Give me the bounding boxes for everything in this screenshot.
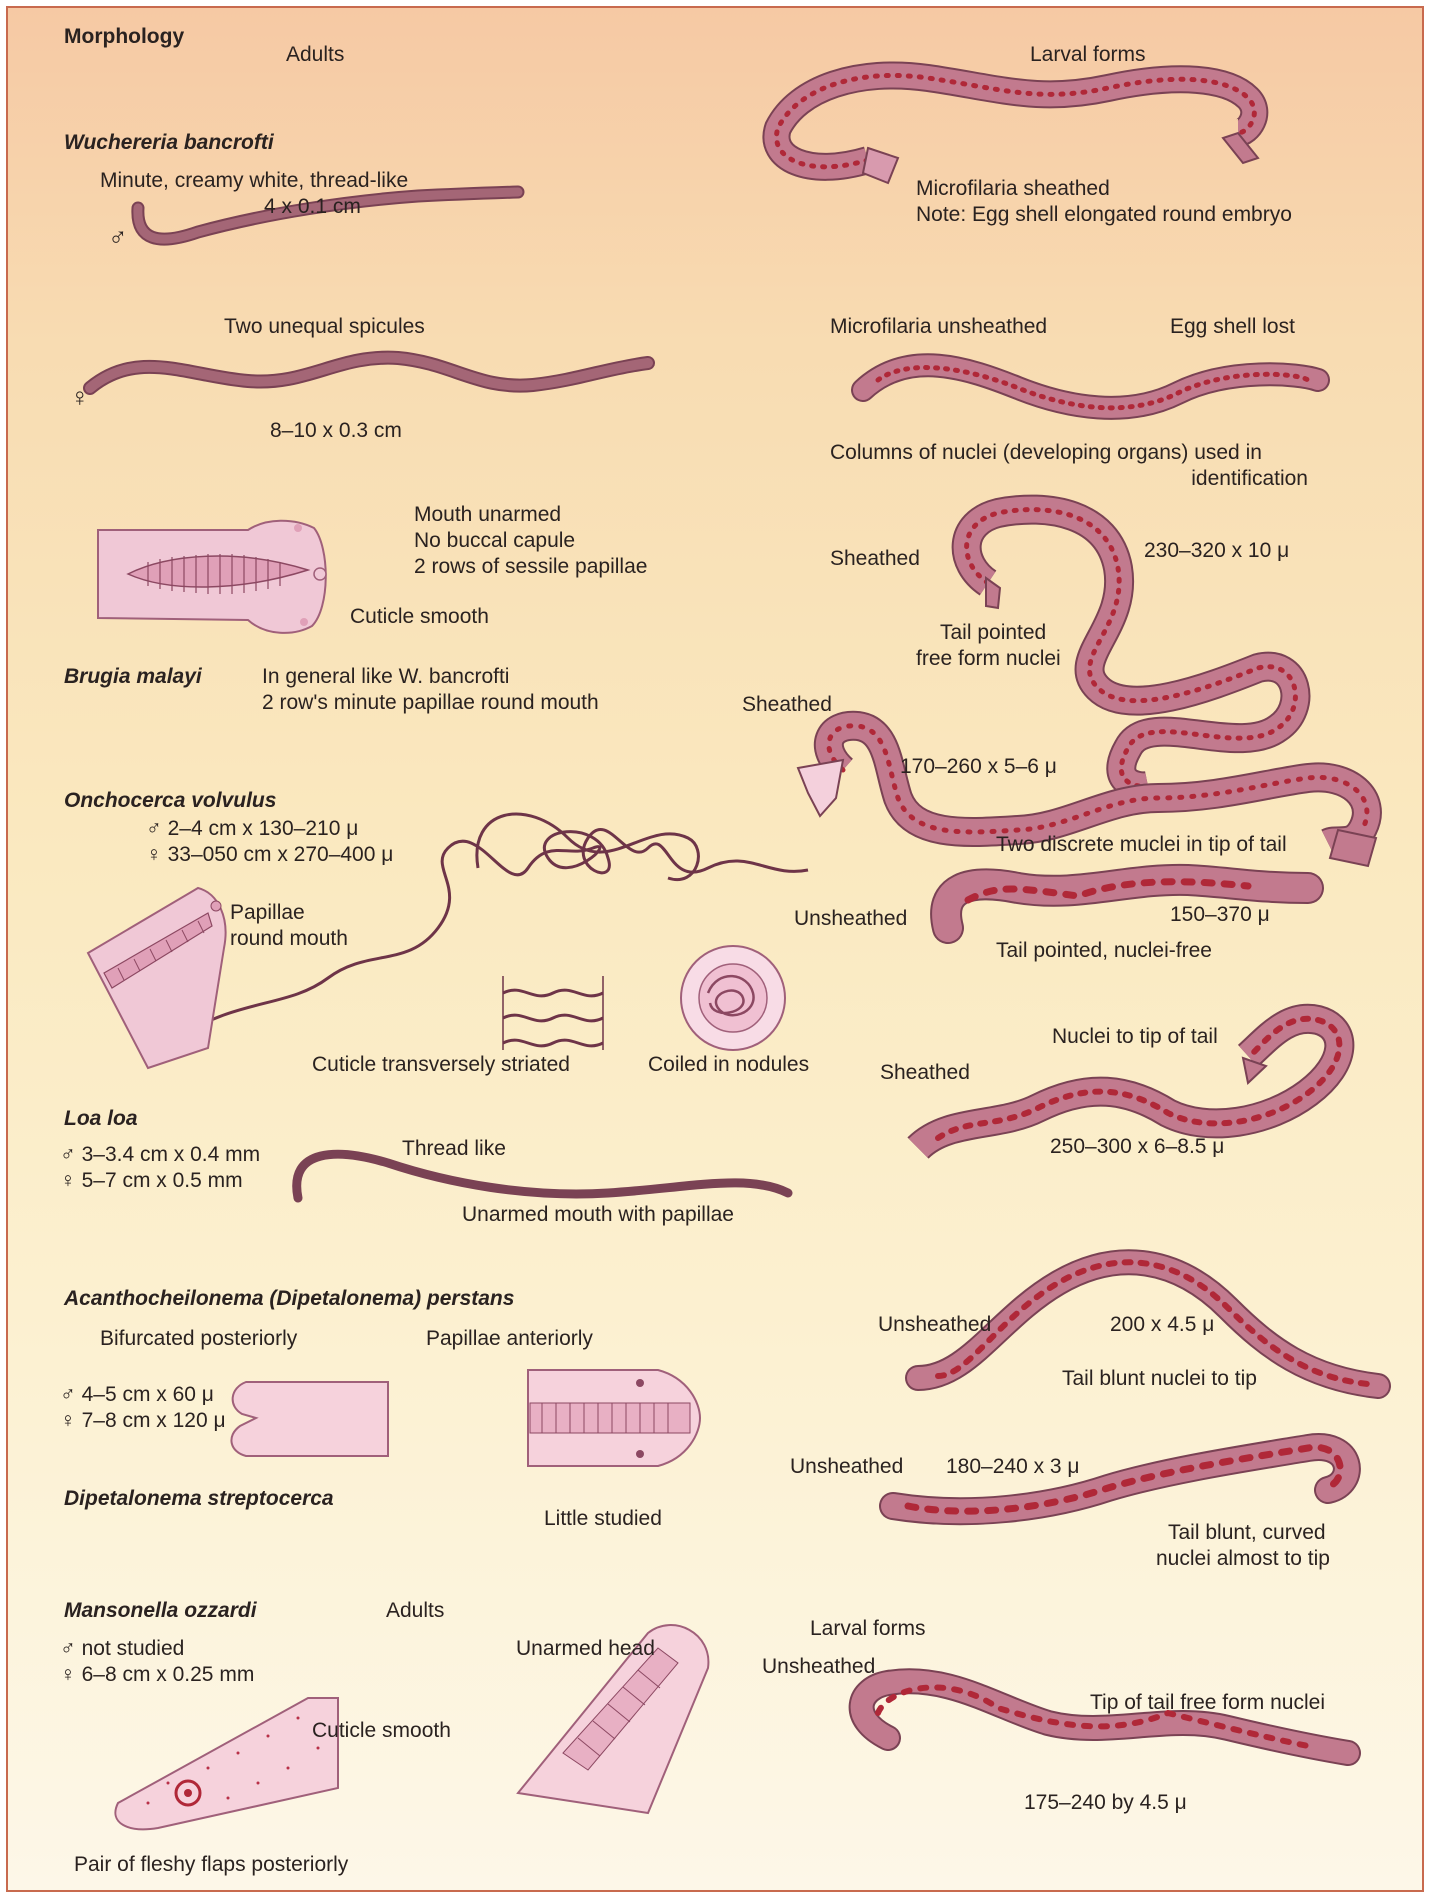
mf-unsheathed-label: Microfilaria unsheathed — [830, 315, 1048, 338]
brugia-larva-size: 170–260 x 5–6 μ — [900, 755, 1057, 778]
perstans-microfilaria — [905, 1249, 1391, 1399]
acantho-bifurcated: Bifurcated posteriorly — [100, 1327, 298, 1350]
onchocerca-microfilaria — [930, 863, 1324, 944]
columns-nuclei-line2: identification — [1191, 467, 1308, 490]
loa-larva-sheathed: Sheathed — [880, 1061, 970, 1084]
loa-loa-worm — [292, 1149, 793, 1203]
brugia-larva-sheathed — [796, 710, 1382, 868]
wuchereria-female-size: 8–10 x 0.3 cm — [270, 419, 402, 442]
egg-shell-lost-label: Egg shell lost — [1170, 315, 1295, 338]
acantho-head-illustration — [527, 1369, 702, 1467]
streptocerca-name: Dipetalonema streptocerca — [64, 1487, 334, 1510]
wuchereria-mouth-line3: 2 rows of sessile papillae — [414, 555, 648, 578]
brugia-line2: 2 row's minute papillae round mouth — [262, 691, 599, 714]
streptocerca-larva-size: 180–240 x 3 μ — [946, 1455, 1080, 1478]
wuchereria-name: Wuchereria bancrofti — [64, 131, 274, 154]
mf-sheathed-label: Microfilaria sheathed — [916, 177, 1110, 200]
mansonella-cuticle: Cuticle smooth — [312, 1719, 451, 1742]
onchocerca-tail: Tail pointed, nuclei-free — [996, 939, 1212, 962]
loa-larva-size: 250–300 x 6–8.5 μ — [1050, 1135, 1225, 1158]
mf-note-label: Note: Egg shell elongated round embryo — [916, 203, 1292, 226]
mansonella-tail: Tip of tail free form nuclei — [1090, 1691, 1325, 1714]
wuchereria-tail-line1: Tail pointed — [940, 621, 1047, 644]
mansonella-flaps: Pair of fleshy flaps posteriorly — [74, 1853, 349, 1876]
brugia-line1: In general like W. bancrofti — [262, 665, 510, 688]
morphology-heading: Morphology — [64, 25, 185, 48]
loa-female: ♀ 5–7 cm x 0.5 mm — [60, 1169, 243, 1192]
illustrations — [83, 61, 1391, 1831]
onchocerca-cuticle: Cuticle transversely striated — [312, 1053, 570, 1076]
streptocerca-tail-line1: Tail blunt, curved — [1168, 1521, 1326, 1544]
mansonella-male: ♂ not studied — [60, 1637, 185, 1660]
nodule-illustration — [680, 945, 786, 1051]
wuchereria-tail-line2: free form nuclei — [916, 647, 1061, 670]
wuchereria-male-desc: Minute, creamy white, thread-like — [100, 169, 409, 192]
loa-name: Loa loa — [64, 1107, 138, 1130]
acantho-larva-size: 200 x 4.5 μ — [1110, 1313, 1215, 1336]
onchocerca-thread-worm — [177, 828, 809, 1040]
acantho-name: Acanthocheilonema (Dipetalonema) perstan… — [64, 1287, 515, 1310]
mansonella-microfilaria — [848, 1668, 1361, 1766]
wuchereria-mouth-line2: No buccal capule — [414, 529, 576, 552]
mansonella-larva-size: 175–240 by 4.5 μ — [1024, 1791, 1187, 1814]
loa-nuclei-tip: Nuclei to tip of tail — [1052, 1025, 1218, 1048]
wuchereria-head-illustration — [97, 519, 327, 634]
acantho-papillae: Papillae anteriorly — [426, 1327, 593, 1350]
wuchereria-larva-sheathed — [951, 494, 1311, 802]
acantho-male: ♂ 4–5 cm x 60 μ — [60, 1383, 214, 1406]
mansonella-head-illustration — [516, 1624, 710, 1815]
female-symbol: ♀ — [70, 382, 90, 412]
loa-mouth: Unarmed mouth with papillae — [462, 1203, 734, 1226]
acantho-female: ♀ 7–8 cm x 120 μ — [60, 1409, 226, 1432]
larval-forms-heading: Larval forms — [1030, 43, 1146, 66]
onchocerca-head-illustration — [86, 886, 227, 1070]
onchocerca-papillae-line1: Papillae — [230, 901, 305, 924]
onchocerca-male: ♂ 2–4 cm x 130–210 μ — [146, 817, 359, 840]
brugia-larva-sheathed: Sheathed — [742, 693, 832, 716]
mansonella-larval-forms: Larval forms — [810, 1617, 926, 1640]
loa-loa-microfilaria — [907, 1003, 1355, 1160]
streptocerca-little: Little studied — [544, 1507, 662, 1530]
streptocerca-tail-line2: nuclei almost to tip — [1156, 1547, 1330, 1570]
adults-heading: Adults — [286, 43, 345, 66]
streptocerca-microfilaria — [879, 1433, 1361, 1526]
mansonella-name: Mansonella ozzardi — [64, 1599, 257, 1622]
mansonella-adults: Adults — [386, 1599, 445, 1622]
wuchereria-male-size: 4 x 0.1 cm — [264, 195, 361, 218]
figure-panel: Morphology Adults Larval forms Wuchereri… — [6, 6, 1424, 1892]
onchocerca-larva-size: 150–370 μ — [1170, 903, 1270, 926]
wuchereria-microfilaria-sheathed — [762, 61, 1269, 185]
wuchereria-spicules: Two unequal spicules — [224, 315, 425, 338]
wuchereria-larva-size: 230–320 x 10 μ — [1144, 539, 1290, 562]
mansonella-larva-unsheathed: Unsheathed — [762, 1655, 876, 1678]
mansonella-female: ♀ 6–8 cm x 0.25 mm — [60, 1663, 255, 1686]
brugia-name: Brugia malayi — [64, 665, 202, 688]
columns-nuclei-line1: Columns of nuclei (developing organs) us… — [830, 441, 1262, 464]
wuchereria-mouth-line1: Mouth unarmed — [414, 503, 562, 526]
striated-cuticle-illustration — [502, 976, 604, 1050]
streptocerca-larva-unsheathed: Unsheathed — [790, 1455, 904, 1478]
onchocerca-papillae-line2: round mouth — [230, 927, 348, 950]
onchocerca-nodules: Coiled in nodules — [648, 1053, 810, 1076]
brugia-tail: Two discrete muclei in tip of tail — [996, 833, 1287, 856]
wuchereria-larva-sheathed: Sheathed — [830, 547, 920, 570]
onchocerca-name: Onchocerca volvulus — [64, 789, 277, 812]
onchocerca-female: ♀ 33–050 cm x 270–400 μ — [146, 843, 394, 866]
onchocerca-larva-unsheathed: Unsheathed — [794, 907, 908, 930]
wuchereria-cuticle: Cuticle smooth — [350, 605, 489, 628]
acantho-larva-unsheathed: Unsheathed — [878, 1313, 992, 1336]
wuchereria-microfilaria-unsheathed — [851, 353, 1330, 420]
loa-thread: Thread like — [402, 1137, 506, 1160]
mansonella-tail-illustration — [114, 1697, 339, 1831]
acantho-tail: Tail blunt nuclei to tip — [1062, 1367, 1257, 1390]
loa-male: ♂ 3–3.4 cm x 0.4 mm — [60, 1143, 261, 1166]
male-symbol: ♂ — [108, 222, 128, 252]
acantho-tail-illustration — [230, 1381, 389, 1457]
mansonella-head: Unarmed head — [516, 1637, 655, 1660]
